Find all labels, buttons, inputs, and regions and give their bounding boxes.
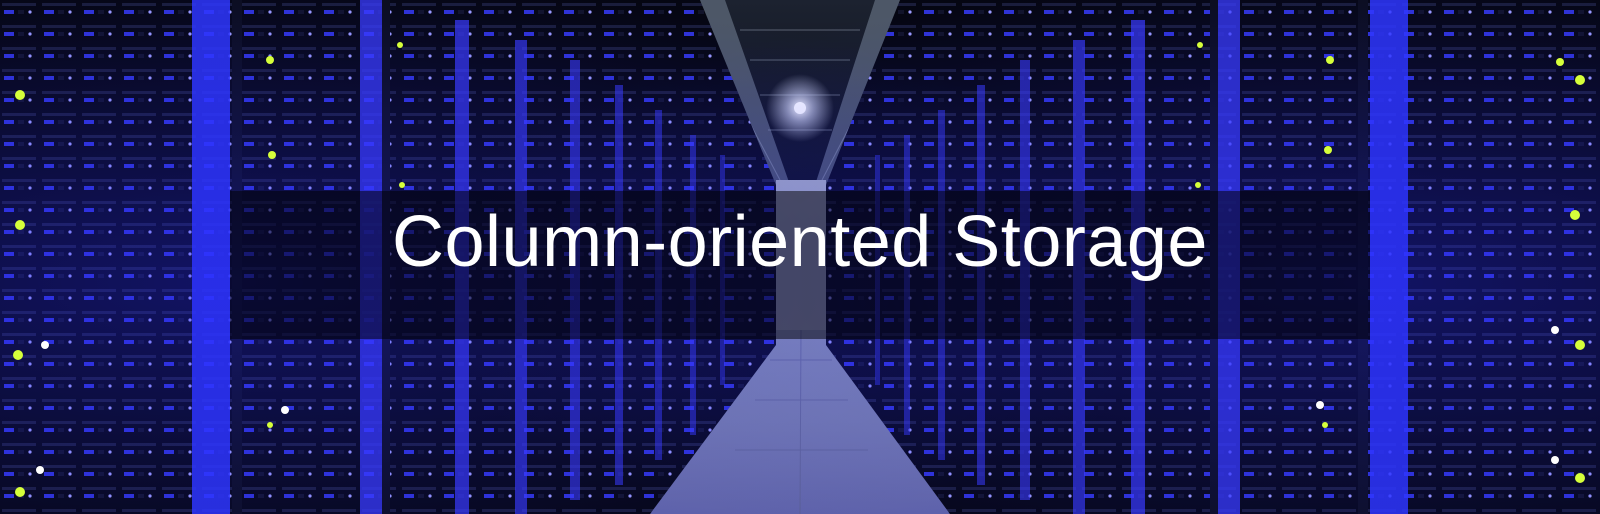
page-title: Column-oriented Storage xyxy=(392,201,1208,282)
title-band: Column-oriented Storage xyxy=(230,191,1370,339)
status-leds xyxy=(13,42,1585,497)
